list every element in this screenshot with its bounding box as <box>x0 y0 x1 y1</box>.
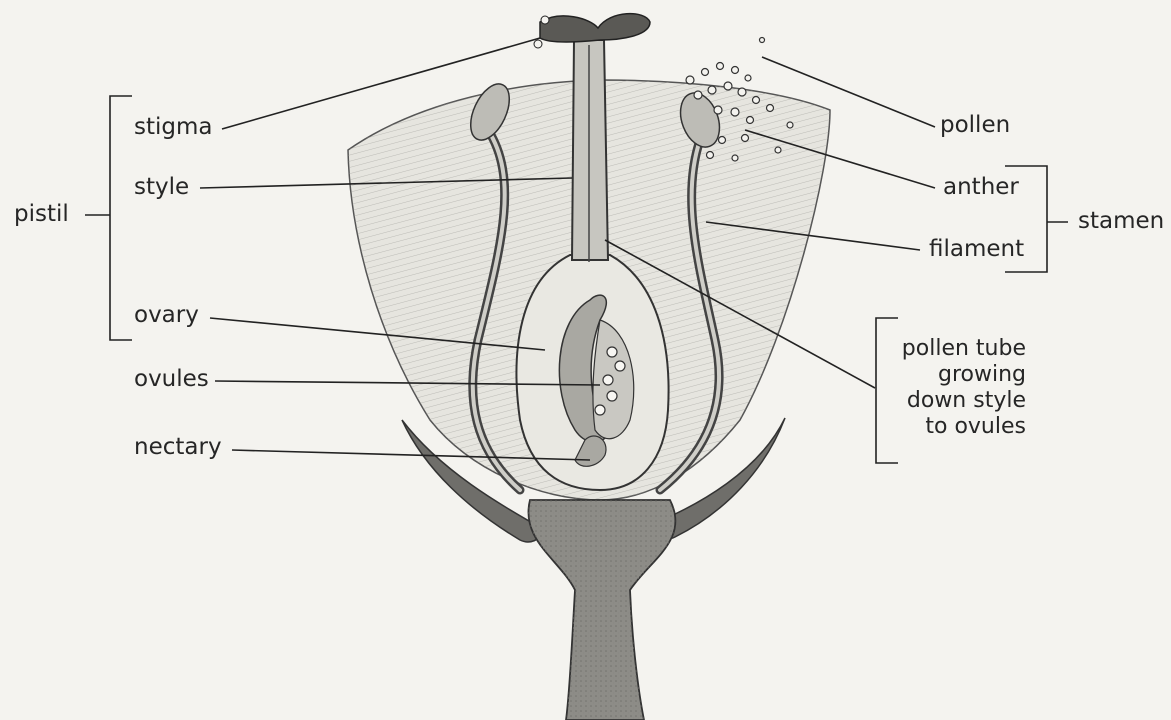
label-pollen-tube-line: down style <box>880 388 1026 414</box>
label-ovules: ovules <box>134 368 209 391</box>
label-pollen: pollen <box>940 114 1010 137</box>
label-nectary: nectary <box>134 436 222 459</box>
ovary-body <box>517 255 669 490</box>
label-filament: filament <box>929 238 1024 261</box>
label-pollen-tube-line: pollen tube <box>880 336 1026 362</box>
label-stigma: stigma <box>134 116 213 139</box>
stem <box>528 500 675 720</box>
label-ovary: ovary <box>134 304 199 327</box>
style-tube <box>572 40 608 262</box>
label-style: style <box>134 176 189 199</box>
label-pollen-tube: pollen tube growing down style to ovules <box>880 336 1026 440</box>
label-pollen-tube-line: to ovules <box>880 414 1026 440</box>
label-anther: anther <box>943 176 1019 199</box>
label-pistil: pistil <box>14 203 69 226</box>
label-pollen-tube-line: growing <box>880 362 1026 388</box>
label-stamen: stamen <box>1078 210 1164 233</box>
